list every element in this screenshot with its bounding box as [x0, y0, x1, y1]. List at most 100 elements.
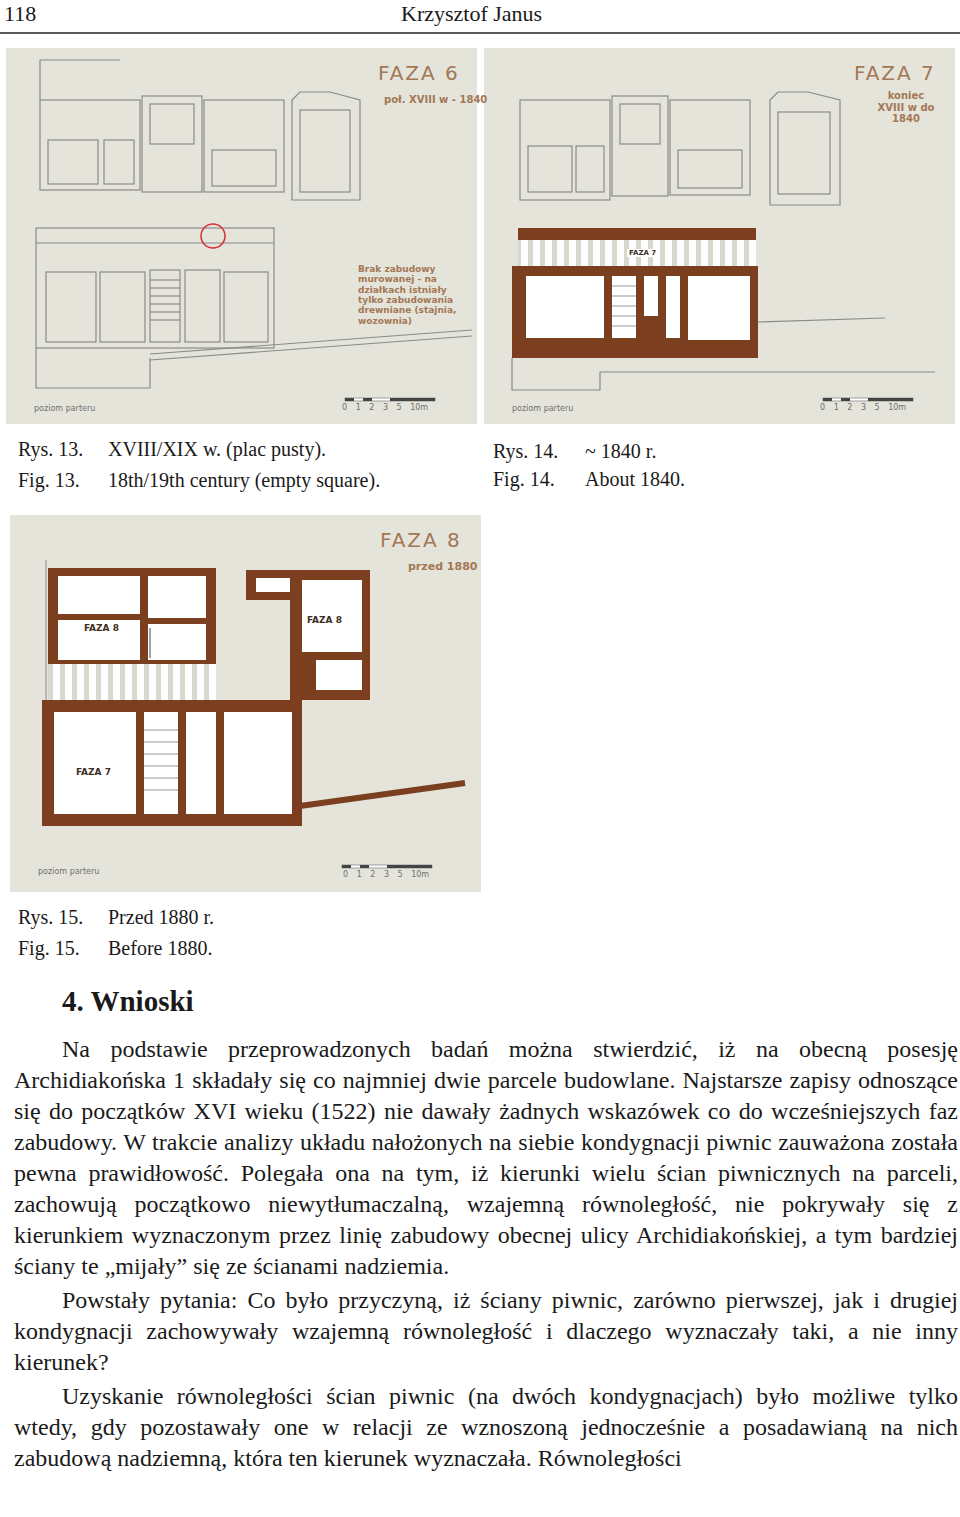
plan-drawing [360, 865, 369, 868]
plan-label: FAZA 7 [76, 767, 111, 777]
plan-drawing [36, 60, 472, 388]
plan-drawing [520, 100, 610, 200]
plan-drawing [688, 276, 750, 340]
plan-drawing [823, 398, 913, 401]
plan-drawing [292, 92, 360, 200]
plan-drawing [644, 276, 658, 316]
plan-drawing [150, 330, 472, 354]
plan-drawing [363, 398, 372, 401]
plan-drawing [300, 783, 465, 806]
plan-drawing [46, 560, 47, 700]
plan-drawing [46, 272, 96, 342]
plan-drawing [666, 276, 680, 338]
plan-drawing [778, 112, 830, 194]
figure-caption: Fig. 13. [18, 469, 80, 492]
figure-caption: XVIII/XIX w. (plac pusty). [108, 438, 326, 461]
plan-drawing [518, 240, 756, 266]
body-text: Na podstawie przeprowadzonych badań możn… [14, 1034, 958, 1477]
plan-drawing [345, 398, 435, 401]
figure-caption: Rys. 13. [18, 438, 83, 461]
plan-drawing [150, 295, 180, 296]
plan-drawing [620, 104, 660, 144]
figure-caption: Przed 1880 r. [108, 906, 214, 929]
plan-drawing [144, 790, 178, 791]
plan-label: FAZA 8 [307, 615, 342, 625]
plan-drawing [224, 272, 268, 342]
plan-drawing [36, 348, 150, 388]
figure-caption: Rys. 15. [18, 906, 83, 929]
plan-drawing [484, 48, 955, 424]
plan-drawing [186, 712, 216, 814]
phase-title: FAZA 8 [380, 529, 462, 552]
plan-drawing [150, 319, 180, 320]
plan-drawing [256, 578, 290, 592]
plan-drawing [612, 326, 636, 327]
phase-title: FAZA 6 [378, 62, 460, 85]
plan-drawing [201, 224, 225, 248]
plan-drawing [224, 712, 292, 814]
plan-drawing [144, 778, 178, 779]
plan-drawing [612, 286, 636, 326]
plan-label: przed 1880 [408, 561, 477, 574]
plan-label: 0 1 2 3 5 10m [820, 403, 906, 412]
plan-drawing [36, 228, 274, 348]
plan-drawing [612, 296, 636, 297]
figure-caption: 18th/19th century (empty square). [108, 469, 380, 492]
plan-label: 0 1 2 3 5 10m [343, 870, 429, 879]
plan-drawing [316, 660, 362, 690]
plan-drawing [150, 311, 180, 312]
plan-drawing [526, 276, 604, 338]
plan-drawing [212, 150, 276, 186]
figure-caption: ~ 1840 r. [585, 440, 656, 463]
plan-drawing [512, 266, 758, 358]
plan-drawing [345, 398, 354, 401]
plan-drawing [342, 865, 351, 868]
body-paragraph: Na podstawie przeprowadzonych badań możn… [14, 1034, 958, 1282]
plan-drawing [36, 242, 274, 243]
plan-drawing [841, 398, 850, 401]
plan-label: poziom parteru [38, 867, 99, 876]
plan-drawing [54, 712, 136, 814]
plan-label: 0 1 2 3 5 10m [342, 403, 428, 412]
plan-drawing [302, 580, 362, 652]
plan-drawing [612, 316, 636, 317]
plan-drawing [144, 742, 178, 743]
plan-drawing [758, 318, 885, 322]
plan-drawing [670, 100, 750, 195]
plan-drawing [576, 146, 604, 192]
plan-drawing [148, 576, 206, 618]
plan-drawing [0, 32, 960, 34]
plan-drawing [150, 287, 180, 288]
plan-drawing [512, 358, 935, 390]
body-paragraph: Uzyskanie równoległości ścian piwnic (na… [14, 1381, 958, 1474]
plan-drawing [148, 624, 206, 660]
plan-label: poziom parteru [512, 404, 573, 413]
plan-panel: FAZA 8przed 1880FAZA 8FAZA 8FAZA 7poziom… [10, 515, 481, 892]
plan-drawing [390, 398, 435, 401]
plan-drawing [185, 270, 220, 342]
plan-label: FAZA 8 [84, 623, 119, 633]
plan-drawing [823, 398, 832, 401]
plan-drawing [770, 92, 840, 205]
plan-drawing [100, 272, 145, 342]
plan-drawing [300, 110, 350, 192]
plan-drawing [612, 276, 636, 338]
running-header: 118 [4, 1, 36, 27]
plan-drawing [150, 279, 180, 280]
plan-drawing [58, 576, 140, 614]
plan-panel: FAZA 7koniec XVIII w do 1840FAZA 7poziom… [484, 48, 955, 424]
plan-drawing [142, 96, 202, 192]
plan-drawing [150, 303, 180, 304]
figure-caption: Rys. 14. [493, 440, 558, 463]
plan-drawing [204, 100, 284, 192]
plan-drawing [144, 766, 178, 767]
figure-caption: Fig. 14. [493, 468, 555, 491]
plan-drawing [342, 865, 432, 868]
figure-caption: Before 1880. [108, 937, 212, 960]
figure-caption: About 1840. [585, 468, 685, 491]
plan-drawing [528, 146, 572, 192]
plan-drawing [40, 100, 140, 190]
plan-label: koniec XVIII w do 1840 [874, 90, 938, 125]
plan-panel: FAZA 6poł. XVIII w - 1840Brak zabudowy m… [6, 48, 477, 424]
